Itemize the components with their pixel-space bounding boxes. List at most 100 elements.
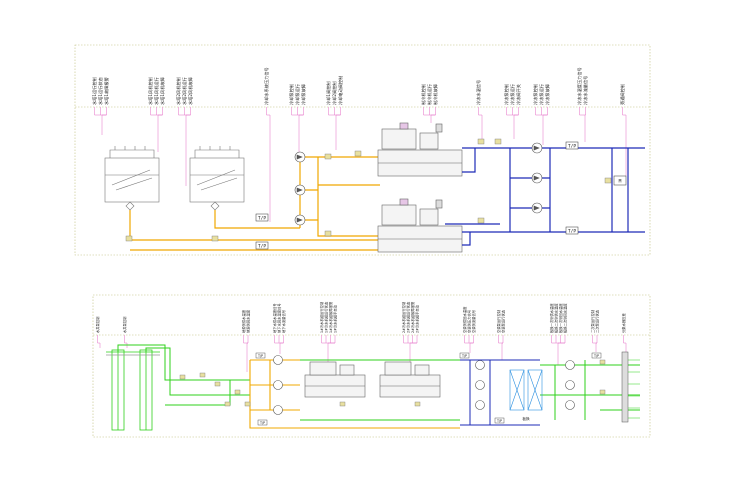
signal-label-group: 板换一次侧供水温度板换二次侧供水温度板换一次侧回水温度板换二次侧回水温度 [549,303,568,333]
signal-label: 制冷机控制 [420,84,427,105]
signal-label: 水塔1风机故障 [159,77,166,105]
signal-label: 二次泵运行状态 [595,309,600,333]
signal-wire [535,114,548,145]
signal-label: 水塔1风机控制 [147,77,154,105]
signal-label-group: 水井泵控制 [122,316,127,333]
signal-label-group: 地下水供水温度信号地下水回水温度信号地下水流量信号 [272,303,286,333]
signal-label-group: 冷却泵控制冷却泵运行冷却泵故障 [288,84,307,105]
signal-wire [328,114,341,150]
signal-wire [266,114,271,222]
signal-wire [579,114,586,142]
valve-label: M [619,179,622,185]
signal-label: 冷冻水温信号 [475,80,482,105]
signal-wire [464,342,474,353]
bottom-panel: 水井泵控制水井泵控制地源侧供水温度地源侧回水温度地下水供水温度信号地下水回水温度… [92,294,651,438]
signal-wire [592,342,597,352]
tp-sensor-chilled-1: T/P [565,141,579,150]
manifold [621,351,640,423]
chilled-pumps [531,142,543,214]
signal-label-group: 二次泵运行控制二次泵运行状态 [590,309,600,333]
cooling-tower-1 [104,146,160,211]
signal-wire [291,114,304,152]
signal-label: 2#冷水机组故障报警 [410,301,415,333]
bottom-pumps-left [273,355,575,415]
signal-label: 板换二次侧回水温度 [563,303,568,333]
signal-wire [150,114,163,152]
top-signal-wires [94,107,627,222]
tp-label: T/P [496,419,502,423]
tp-sensor-b4: T/P [494,417,505,424]
signal-label: 板换一次侧供水温度 [549,303,554,333]
signal-label-group: 制冷机控制制冷机运行制冷机故障 [420,84,439,105]
signal-label: 水塔1故障报警 [103,76,110,105]
plate-heat-exchanger [509,369,543,411]
signal-wire [498,342,503,360]
signal-label: 二次泵运行控制 [590,309,595,333]
signal-label: 地源侧供水温度 [241,309,246,333]
signal-label: 地下水流量信号 [281,309,286,333]
signal-label: 1#冷水机组故障报警 [328,301,333,333]
signal-label: 板换二次侧供水温度 [554,303,559,333]
heat-pump-1 [304,361,366,398]
signal-label: 冷却泵运行 [294,84,301,105]
top-panel: 水塔1运行控制水塔1运行状态水塔1故障报警水塔1风机控制水塔1风机运行水塔1风机… [74,44,651,256]
signal-label-group: 地源侧供水温度地源侧回水温度 [241,309,251,333]
tp-sensor-cooling-2: T/P [255,241,269,250]
signal-wire [506,114,519,139]
signal-label: 冷却水系统压力信号 [263,67,270,105]
top-signal-labels: 水塔1运行控制水塔1运行状态水塔1故障报警水塔1风机控制水塔1风机运行水塔1风机… [91,67,626,105]
cooling-pumps [294,151,306,226]
signal-label: 冷却2阀控制 [331,81,338,105]
signal-label: 冷冻泵控制 [503,84,510,105]
signal-wire [321,342,335,362]
signal-label: 冷冻泵控制 [532,84,539,105]
signal-label: 冷冻泵故障 [544,84,551,105]
signal-label-group: 水塔1风机控制水塔1风机运行水塔1风机故障 [147,77,166,105]
signal-label: 空调侧压力信号 [467,309,472,333]
tp-sensor-cooling-1: T/P [255,213,269,222]
tp-label: T/P [593,354,599,358]
tp-label: T/P [568,229,577,235]
signal-label: 冷冻水温度压力信号 [576,67,583,105]
signal-label-group: 水塔2风机控制水塔2风机运行水塔2风机故障 [175,77,194,105]
signal-wire [94,114,107,135]
tp-label: T/P [258,216,267,222]
signal-label: 水塔2风机故障 [187,77,194,105]
signal-label: 2#冷水机组运行状态 [406,301,411,333]
chiller-1 [377,122,463,177]
signal-label-group: 冷冻水温信号 [475,80,482,105]
signal-label: 1#冷水机组运行状态 [324,301,329,333]
signal-label-group: 空调泵运行控制空调泵运行状态 [496,309,506,333]
tp-label: T/P [461,354,467,358]
signal-label: 空调泵运行控制 [496,309,501,333]
signal-label-group: 冷冻泵控制冷冻泵运行冷冻阀开关 [503,84,522,105]
tp-sensor-b2: T/P [257,419,268,426]
signal-wire [551,342,565,365]
signal-label: 地源侧回水温度 [246,309,251,333]
tp-sensor-chilled-2: T/P [565,226,579,235]
tp-sensor-b5: T/P [591,352,602,359]
signal-wire [623,342,627,352]
signal-label-group: 分集水器压差 [621,313,626,333]
signal-label: 空调侧供回水温度 [462,306,467,333]
signal-label: 冷冻泵运行 [509,84,516,105]
signal-label: 冷却泵控制 [288,84,295,105]
signal-label: 空调泵运行状态 [501,309,506,333]
signal-label-group: 空调侧供回水温度空调侧压力信号空调侧流量信号 [462,306,476,333]
signal-label: 1#冷水机组手自动 [333,304,338,333]
signal-wire [97,342,101,348]
signal-wire [178,114,191,186]
top-sensor-boxes [125,138,502,242]
cooling-water-piping [129,156,380,251]
signal-label: 2#冷水机组运行控制 [401,301,406,333]
load-side-piping [460,359,540,426]
signal-label-group: 冷却1阀控制冷却2阀控制冷却电动阀控制 [325,76,344,105]
signal-label-group: 旁通阀控制 [619,84,626,105]
signal-label: 冷冻泵运行 [538,84,545,105]
tp-sensor-b3: T/P [459,352,470,359]
signal-label: 1#冷水机组运行控制 [319,301,324,333]
bottom-signal-labels: 水井泵控制水井泵控制地源侧供水温度地源侧回水温度地下水供水温度信号地下水回水温度… [95,301,626,333]
